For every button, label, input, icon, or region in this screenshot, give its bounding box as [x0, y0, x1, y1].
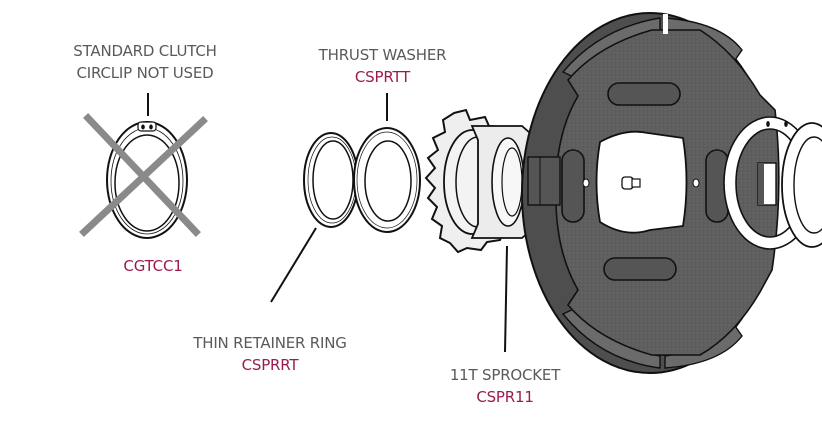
- slot-top: [607, 82, 681, 106]
- thin-retainer-ring-illustration: [270, 132, 359, 303]
- pin-icon: [621, 176, 641, 190]
- label-thin-retainer-ring: THIN RETAINER RING CSPRRT: [170, 332, 370, 376]
- right-circlip-illustration: [723, 116, 822, 250]
- part-name-line: THIN RETAINER RING: [193, 334, 347, 352]
- circlip-not-used: [79, 93, 208, 239]
- part-name-line: 11T SPROCKET: [449, 366, 561, 384]
- part-code: CSPR11: [476, 388, 534, 406]
- part-code: CGTCC1: [123, 257, 183, 275]
- part-name-line: CIRCLIP NOT USED: [76, 64, 214, 82]
- slot-left: [561, 149, 585, 223]
- slot-bottom: [603, 257, 677, 281]
- label-11t-sprocket: 11T SPROCKET CSPR11: [440, 364, 570, 408]
- part-code: CSPRTT: [354, 68, 411, 86]
- cross-out-mark: [79, 113, 208, 237]
- part-code: CSPRRT: [241, 356, 299, 374]
- leader-line-retainer-ring: [270, 227, 317, 303]
- circlip-ring: [106, 121, 188, 239]
- clutch-plate-illustration: [521, 12, 780, 374]
- leader-line-sprocket: [504, 245, 508, 353]
- part-code-circlip: CGTCC1: [98, 255, 208, 277]
- thrust-washer-illustration: [353, 93, 421, 233]
- sprocket-illustration: [424, 108, 539, 353]
- part-name-line: STANDARD CLUTCH: [73, 42, 217, 60]
- part-name-line: THRUST WASHER: [318, 46, 447, 64]
- label-thrust-washer: THRUST WASHER CSPRTT: [295, 44, 470, 88]
- label-standard-clutch-circlip: STANDARD CLUTCH CIRCLIP NOT USED: [40, 40, 250, 84]
